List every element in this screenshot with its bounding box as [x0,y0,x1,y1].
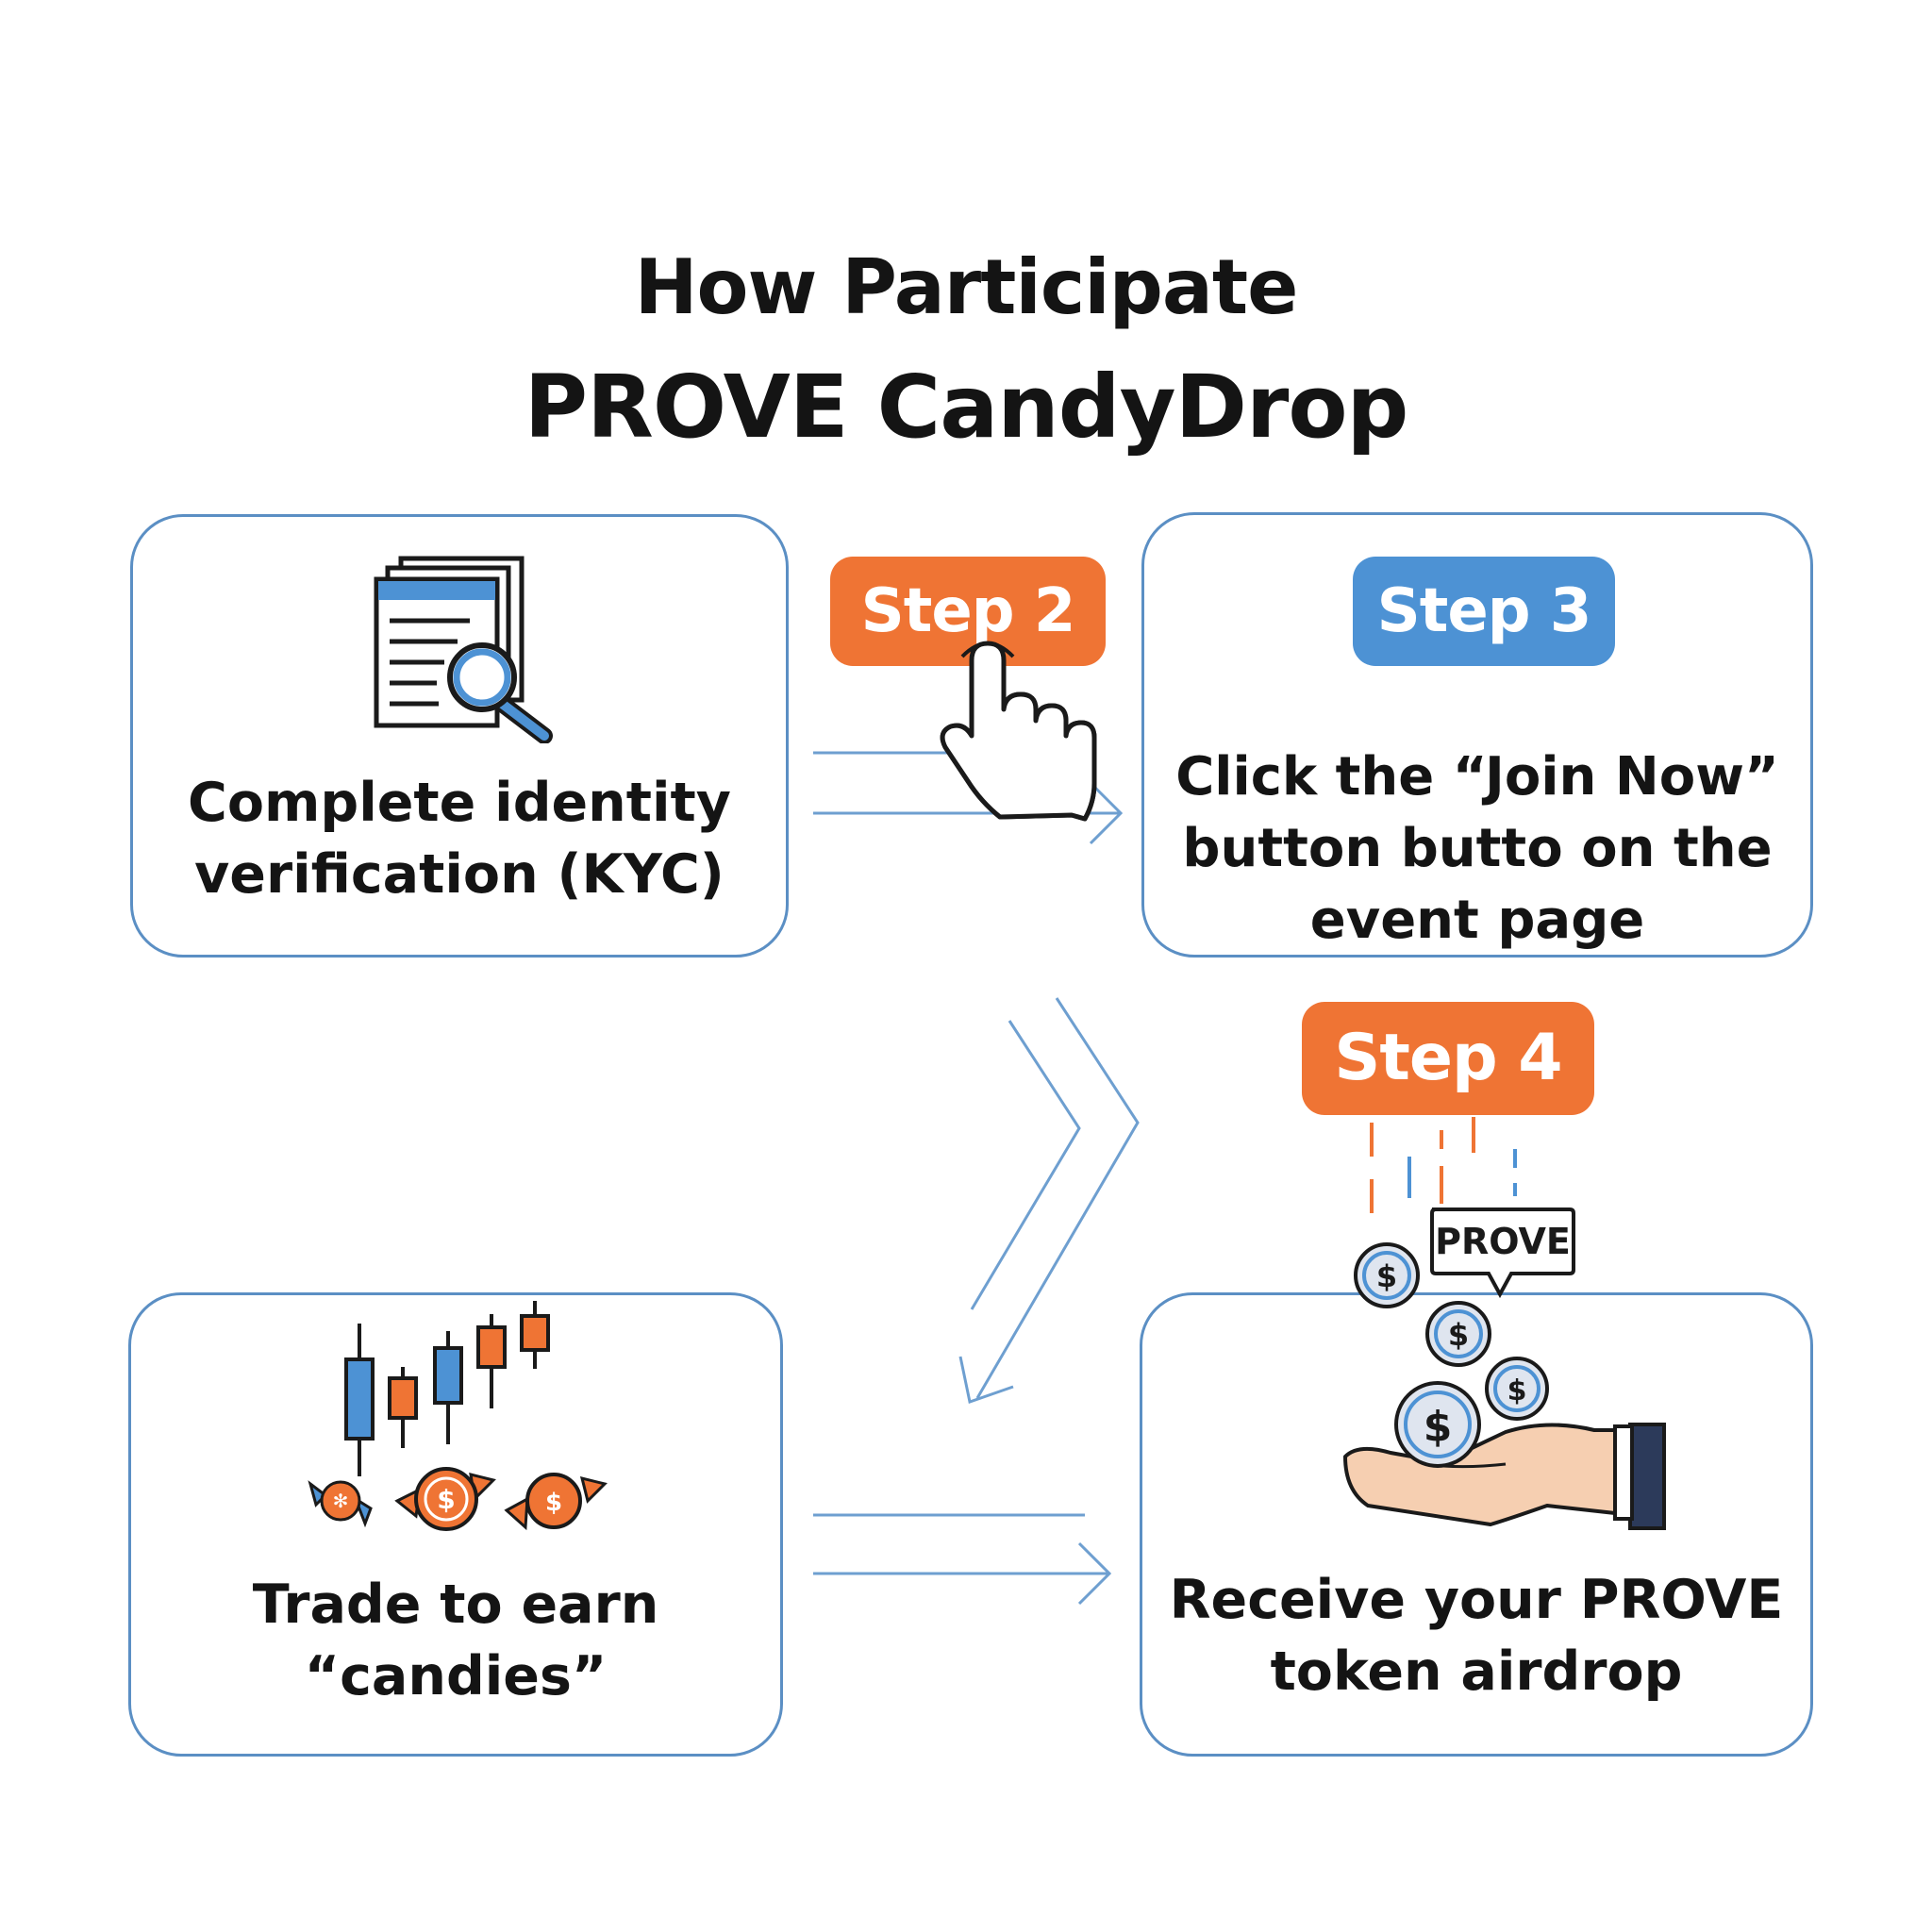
right-arrow-icon [813,1513,1112,1606]
svg-text:$: $ [545,1489,562,1517]
step-4-badge: Step 4 [1302,1002,1594,1115]
document-search-icon [374,556,553,743]
pointer-hand-icon [940,641,1097,822]
right-arrow-icon [813,751,1124,845]
step-4-text: Receive your PROVE token airdrop [1169,1569,1784,1703]
step-4-card: Receive your PROVE token airdrop [1140,1292,1813,1757]
title-line-1: How Participate [634,243,1299,331]
candlestick-candy-icon: ✻ $ $ [308,1301,608,1531]
step-2-text: Trade to earn “candies” [252,1574,659,1707]
svg-text:✻: ✻ [333,1490,349,1512]
step-3-badge: Step 3 [1353,557,1615,666]
step-1-card: Complete identity verification (KYC) [130,514,789,958]
falling-streaks-icon [1370,1117,1517,1213]
svg-text:$: $ [437,1484,455,1515]
step-2-card: ✻ $ $ Trade to earn “candies” [128,1292,783,1757]
step-3-text: Click the “Join Now” button butto on the… [1175,746,1779,951]
prove-tag-label: PROVE [1435,1221,1571,1262]
svg-text:$: $ [1376,1258,1397,1294]
step-2-badge: Step 2 [830,557,1106,666]
step-1-text: Complete identity verification (KYC) [188,772,731,906]
chevron-arrow-icon [958,997,1140,1404]
title-line-2: PROVE CandyDrop [524,357,1409,458]
